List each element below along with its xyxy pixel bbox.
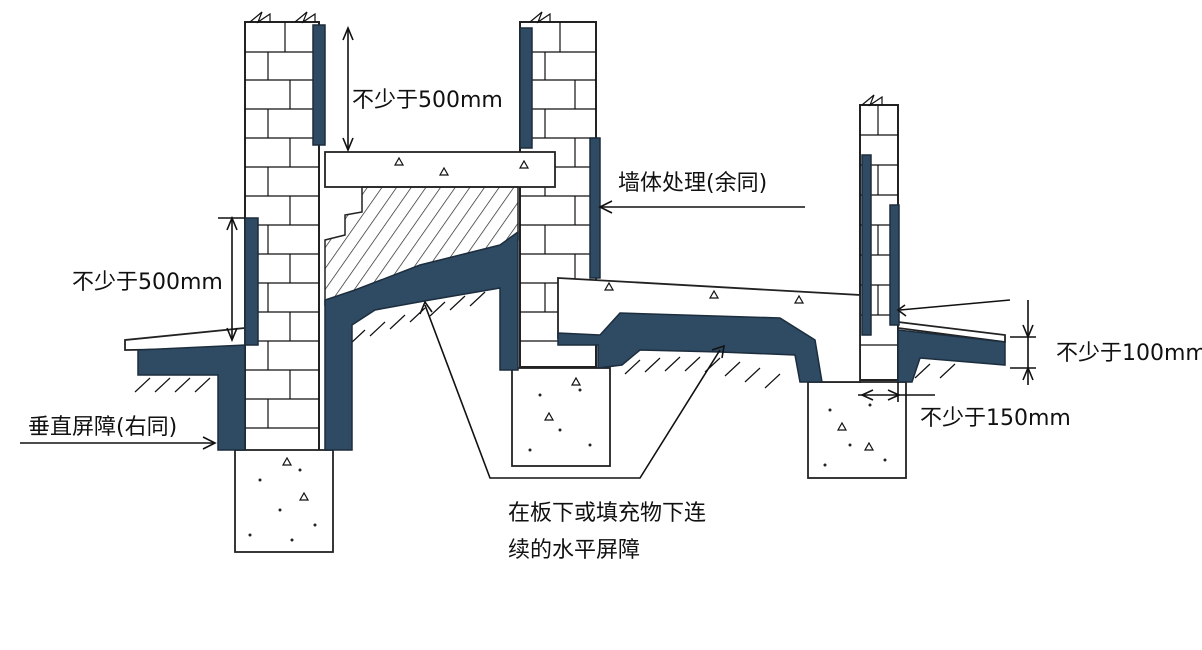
label-horizontal-barrier-line1: 在板下或填充物下连 xyxy=(508,501,706,526)
concrete-footings xyxy=(234,367,907,553)
label-horizontal-barrier-line2: 续的水平屏障 xyxy=(508,538,640,563)
label-min100: 不少于100mm xyxy=(1056,341,1202,366)
label-min500-top: 不少于500mm xyxy=(352,88,503,113)
soil-hatching xyxy=(134,291,956,393)
dimension-lines xyxy=(20,25,1036,479)
label-min500-left: 不少于500mm xyxy=(72,270,223,295)
upper-slab xyxy=(324,151,556,188)
label-min150: 不少于150mm xyxy=(920,406,1071,431)
label-vertical-barrier: 垂直屏障(右同) xyxy=(28,415,177,440)
label-wall-treatment: 墙体处理(余同) xyxy=(618,171,767,196)
termite-barrier-membrane xyxy=(137,24,1006,451)
